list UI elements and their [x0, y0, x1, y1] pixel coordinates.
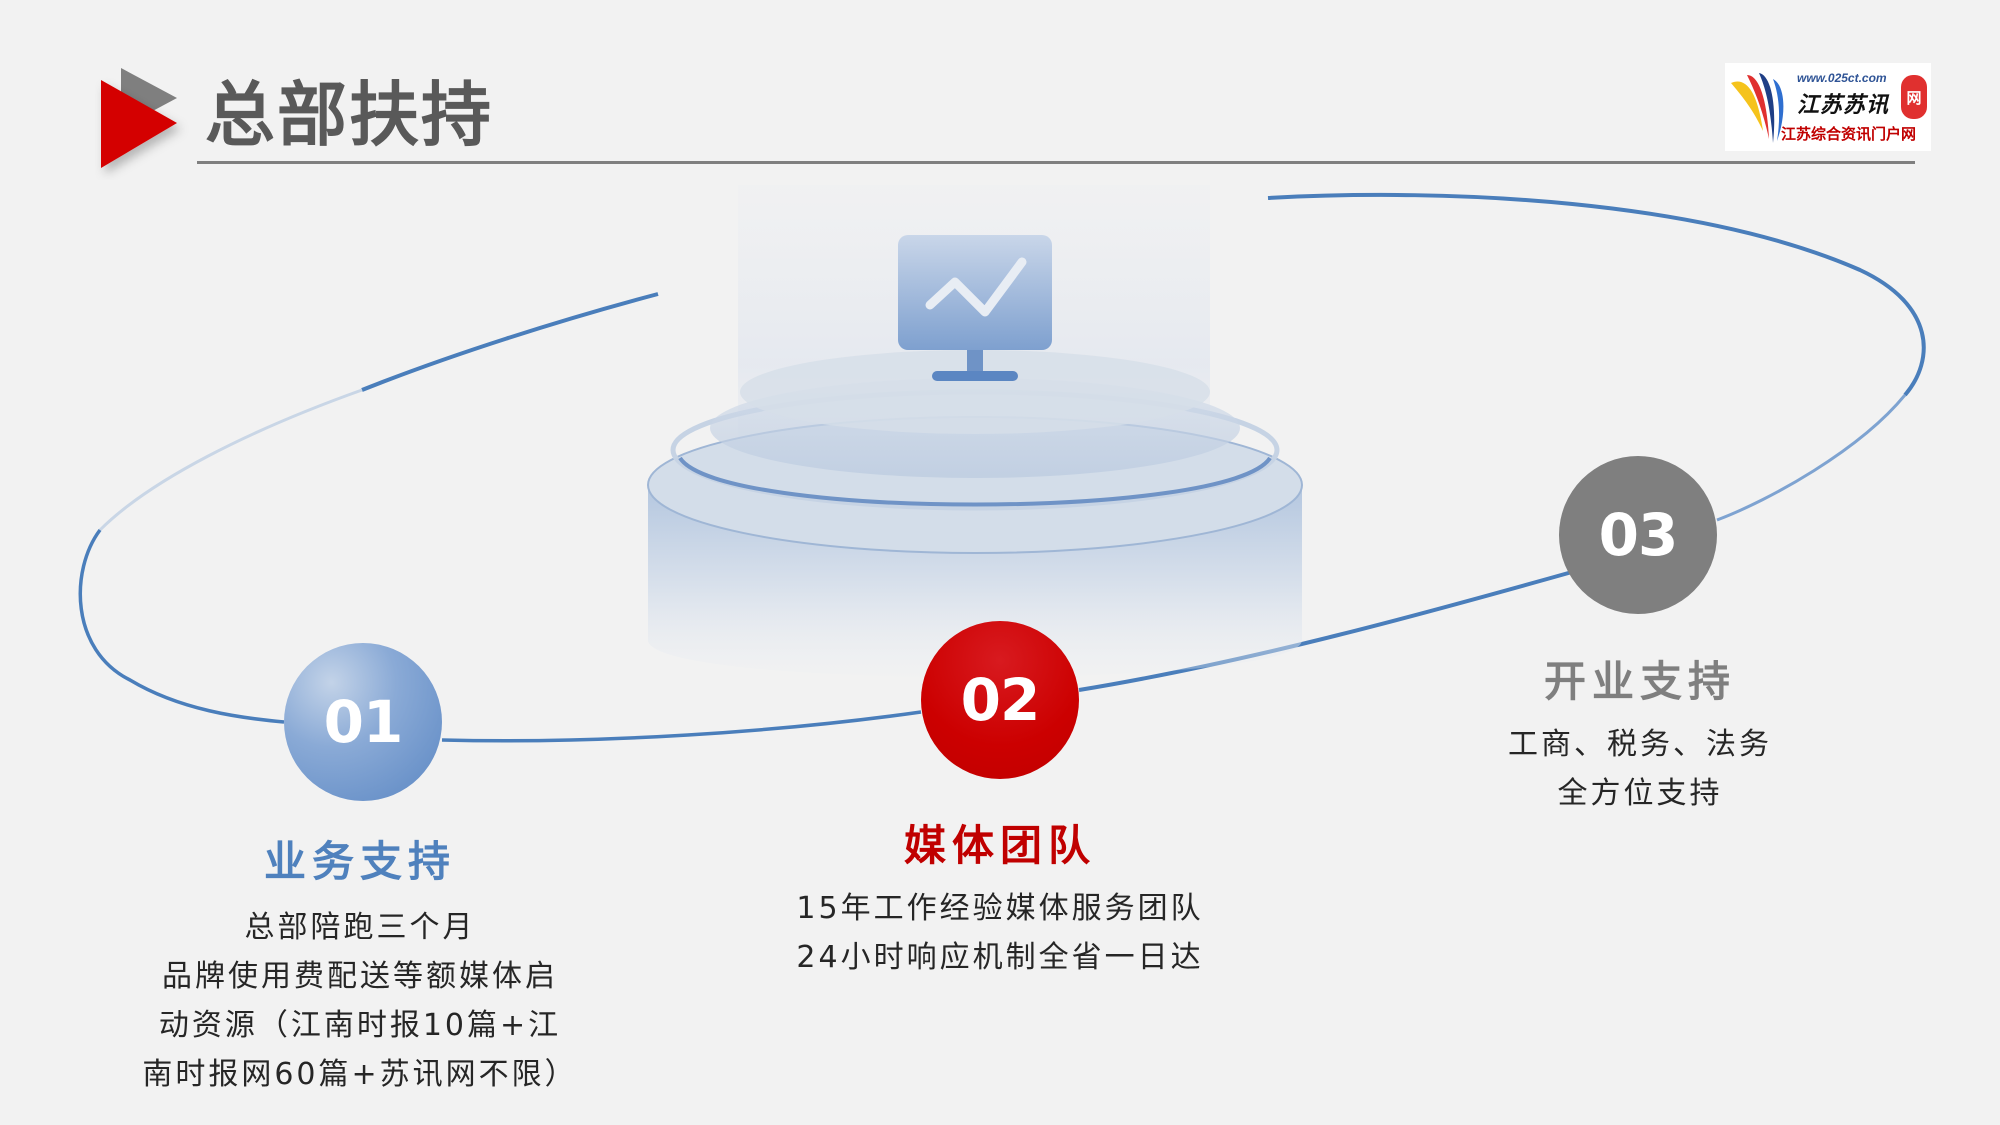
logo-subtitle: 江苏综合资讯门户网 — [1781, 125, 1917, 143]
title-arrow-icon — [101, 68, 177, 168]
section-03-line: 全方位支持 — [1557, 776, 1723, 811]
step-01-badge: 01 — [284, 643, 442, 801]
section-02-line: 24小时响应机制全省一日达 — [796, 940, 1204, 975]
header-divider — [197, 161, 1915, 164]
section-01-line: 南时报网60篇+苏讯网不限） — [142, 1057, 578, 1092]
logo-url: www.025ct.com — [1797, 71, 1887, 85]
logo-name: 江苏苏讯 — [1797, 92, 1890, 118]
step-03-badge: 03 — [1559, 456, 1717, 614]
page-title: 总部扶持 — [205, 74, 493, 156]
logo-swoosh-icon — [1731, 73, 1784, 143]
section-01-line: 总部陪跑三个月 — [244, 910, 476, 945]
section-01-line: 品牌使用费配送等额媒体启 — [162, 959, 558, 994]
section-01-body: 总部陪跑三个月 品牌使用费配送等额媒体启 动资源（江南时报10篇+江 南时报网6… — [110, 903, 610, 1099]
logo-seal: 网 — [1901, 75, 1927, 119]
brand-logo[interactable]: www.025ct.com 江苏苏讯 网 江苏综合资讯门户网 — [1725, 63, 1931, 151]
monitor-chart-icon — [898, 235, 1052, 381]
section-03-title: 开业支持 — [1543, 657, 1736, 706]
section-03-line: 工商、税务、法务 — [1508, 727, 1772, 762]
step-02-badge: 02 — [921, 621, 1079, 779]
section-02-line: 15年工作经验媒体服务团队 — [796, 891, 1204, 926]
section-01-title: 业务支持 — [263, 837, 456, 886]
section-02-title: 媒体团队 — [903, 821, 1096, 870]
section-03-body: 工商、税务、法务 全方位支持 — [1440, 720, 1840, 818]
section-01-line: 动资源（江南时报10篇+江 — [158, 1008, 562, 1043]
section-02-body: 15年工作经验媒体服务团队 24小时响应机制全省一日达 — [740, 884, 1260, 982]
